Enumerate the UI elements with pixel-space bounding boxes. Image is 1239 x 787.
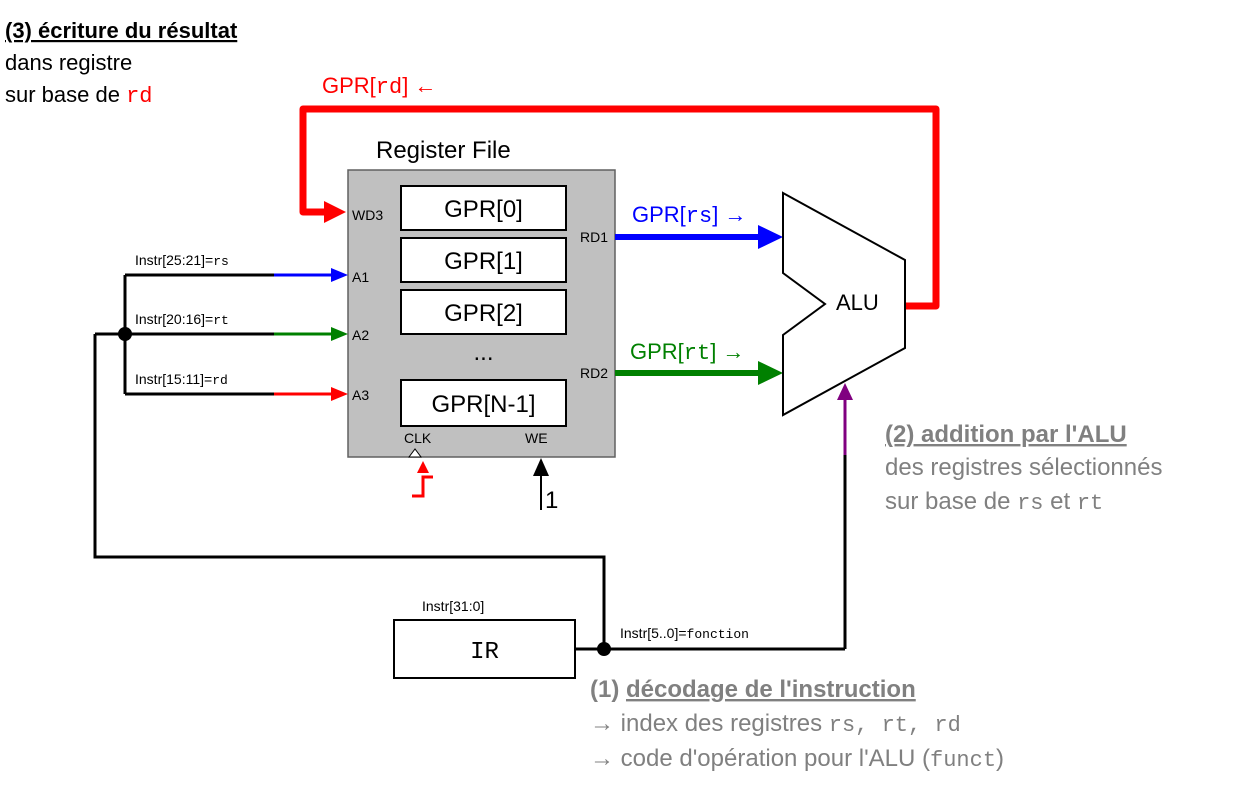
port-we: WE: [525, 430, 548, 446]
writeback-wire: [299, 105, 940, 310]
rt-arrowhead: [758, 361, 783, 385]
port-rd2: RD2: [580, 365, 608, 381]
clk-edge-icon: [408, 448, 422, 458]
rs-out-label: GPR[rs] →: [632, 202, 746, 229]
step1-title: (1) décodage de l'instruction: [590, 676, 916, 703]
a1-arrowhead: [331, 268, 348, 282]
funct-arrowhead: [837, 383, 853, 400]
ir-label: IR: [470, 639, 499, 666]
step2-line2: sur base de rs et rt: [885, 488, 1103, 516]
register-gpr-n-1-label: GPR[N-1]: [431, 391, 535, 418]
port-a3: A3: [352, 387, 369, 403]
funct-field: Instr[5..0]=fonction: [620, 625, 749, 642]
port-a2: A2: [352, 327, 369, 343]
port-clk: CLK: [404, 430, 432, 446]
rt-out-label: GPR[rt] →: [630, 339, 744, 366]
rs-arrowhead: [758, 225, 783, 249]
ir-output-junction: [597, 642, 611, 656]
we-value: 1: [545, 487, 558, 514]
a3-arrowhead: [331, 387, 348, 401]
alu: [782, 191, 906, 417]
step3-line1: dans registre: [5, 50, 132, 75]
step3-title: (3) écriture du résultat: [5, 18, 238, 43]
step3-code: rd: [126, 84, 152, 109]
port-a1: A1: [352, 269, 369, 285]
register-gpr-n-1: [400, 379, 567, 427]
ir-range: Instr[31:0]: [422, 598, 484, 614]
step1-line1: → index des registres rs, rt, rd: [590, 710, 961, 738]
instr-field-rt: Instr[20:16]=rt: [135, 311, 229, 328]
instr-field-rs: Instr[25:21]=rs: [135, 252, 229, 269]
register-gpr-1: [400, 237, 567, 283]
port-wd3: WD3: [352, 207, 383, 223]
register-gpr-2: [400, 289, 567, 335]
clock-arrowhead: [417, 461, 429, 473]
register-gpr-1-label: GPR[1]: [444, 248, 523, 275]
clock-rising-edge-icon: [412, 475, 433, 498]
register-gpr-0: [400, 185, 567, 231]
step3-line2: sur base de rd: [5, 82, 152, 109]
instr-field-rd: Instr[15:11]=rd: [135, 371, 228, 388]
we-arrowhead: [533, 458, 549, 476]
register-gpr-2-label: GPR[2]: [444, 300, 523, 327]
writeback-label: GPR[rd] ←: [322, 73, 436, 100]
register-gpr-0-label: GPR[0]: [444, 196, 523, 223]
register-ellipsis: ...: [473, 339, 493, 366]
port-rd1: RD1: [580, 229, 608, 245]
instr-bus-junction: [118, 327, 132, 341]
regfile-title: Register File: [376, 137, 511, 164]
ir-to-bus-wire: [93, 334, 606, 649]
a2-arrowhead: [331, 327, 348, 341]
instruction-register: [393, 619, 576, 679]
writeback-arrowhead: [324, 201, 346, 223]
alu-label: ALU: [836, 290, 879, 315]
step2-line1: des registres sélectionnés: [885, 454, 1162, 481]
step2-title: (2) addition par l'ALU: [885, 421, 1127, 448]
step1-line2: → code d'opération pour l'ALU (funct): [590, 745, 1004, 773]
